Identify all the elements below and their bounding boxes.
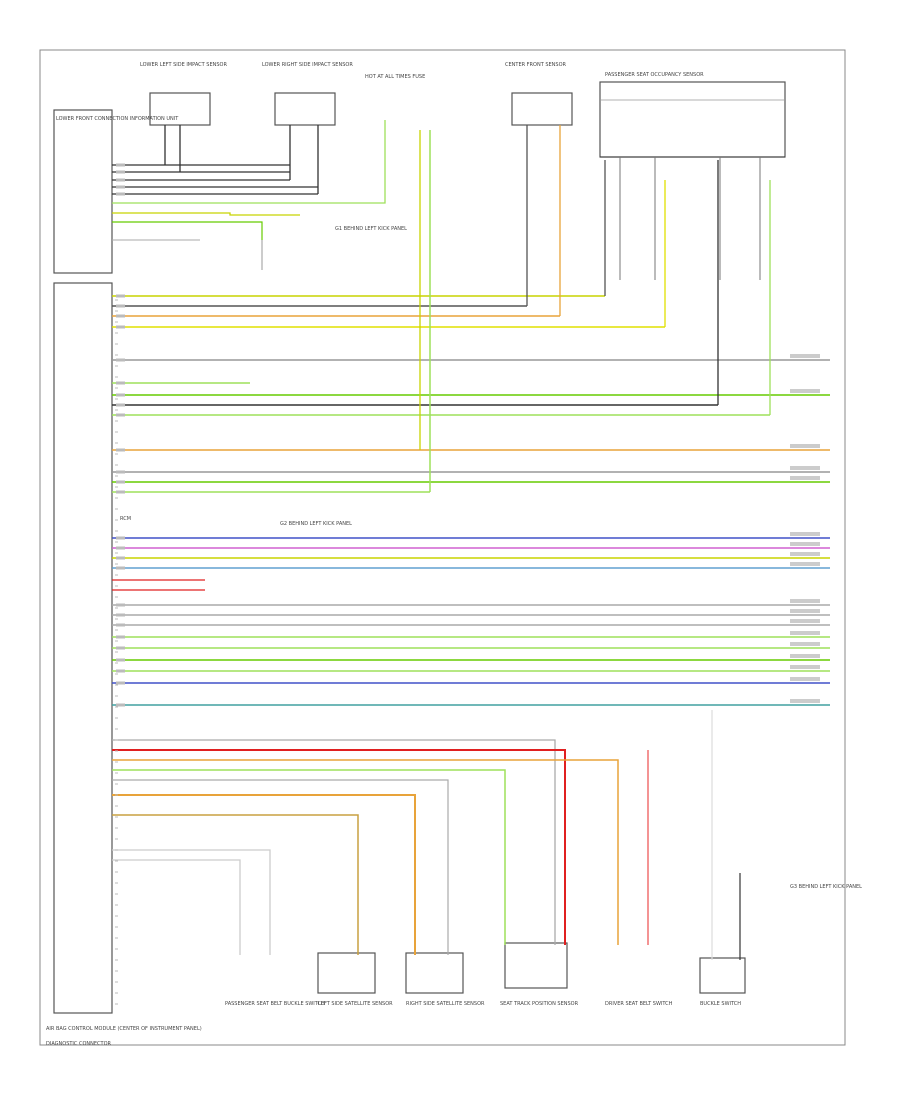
bus-pin-label (116, 403, 125, 407)
bus-pin-label (116, 646, 125, 650)
label-module: RCM (120, 516, 131, 522)
label-ground-1: G1 BEHIND LEFT KICK PANEL (335, 226, 407, 232)
wire-group (112, 120, 830, 1005)
bus-pin-label (116, 448, 125, 452)
upper-pin-label (116, 178, 125, 182)
bus-pin-label (116, 669, 125, 673)
label-driver-buckle: DRIVER SEAT BELT SWITCH (605, 1001, 673, 1007)
side-sensor-l-box (317, 952, 376, 994)
bus-end-tag (790, 642, 820, 646)
control-module-block (53, 282, 113, 1014)
lower-grey-3 (112, 859, 241, 955)
bus-end-tag (790, 619, 820, 623)
upper-pin-label (116, 185, 125, 189)
seat-track-box (504, 942, 568, 989)
label-side-sensor-r: RIGHT SIDE SATELLITE SENSOR (406, 1001, 485, 1007)
upper-yellow-wire (112, 212, 300, 216)
bus-pin-label (116, 294, 125, 298)
label-ground-2: G2 BEHIND LEFT KICK PANEL (280, 521, 352, 527)
bus-end-tag (790, 542, 820, 546)
lower-white (112, 739, 556, 945)
bus-pin-label (116, 490, 125, 494)
label-rf-sensor: LOWER RIGHT SIDE IMPACT SENSOR (262, 62, 353, 68)
lower-grey (112, 779, 449, 955)
label-control-module: AIR BAG CONTROL MODULE (CENTER OF INSTRU… (46, 1026, 202, 1032)
label-buckle-pass: PASSENGER SEAT BELT BUCKLE SWITCH (225, 1001, 325, 1007)
seat-switch-box (599, 81, 786, 158)
bus-pin-label (116, 546, 125, 550)
bus-end-tag (790, 654, 820, 658)
side-sensor-r-box (405, 952, 464, 994)
bus-pin-label (116, 566, 125, 570)
bus-pin-label (116, 658, 125, 662)
label-seat-track: SEAT TRACK POSITION SENSOR (500, 1001, 579, 1007)
lower-tan (112, 814, 359, 955)
upper-pin-label (116, 163, 125, 167)
bus-end-tag (790, 354, 820, 358)
upper-green-wire (112, 120, 386, 204)
bus-end-tag (790, 476, 820, 480)
bus-pin-label (116, 358, 125, 362)
bus-pin-label (116, 314, 125, 318)
label-fuse: HOT AT ALL TIMES FUSE (365, 74, 425, 80)
bus-end-tag (790, 631, 820, 635)
bus-pin-label (116, 393, 125, 397)
label-lf-door: LOWER FRONT CONNECTION INFORMATION UNIT (56, 116, 179, 122)
bus-pin-label (116, 304, 125, 308)
bus-pin-label (116, 703, 125, 707)
bus-pin-label (116, 480, 125, 484)
bus-end-tag (790, 552, 820, 556)
bus-end-tag (790, 665, 820, 669)
rf-sensor-box (274, 92, 336, 126)
bus-pin-label (116, 381, 125, 385)
bus-end-tag (790, 444, 820, 448)
bus-pin-label (116, 325, 125, 329)
label-footnote: DIAGNOSTIC CONNECTOR (46, 1041, 112, 1047)
ground-lead (112, 221, 263, 240)
bus-pin-label (116, 470, 125, 474)
label-ground-3: G3 BEHIND LEFT KICK PANEL (790, 884, 862, 890)
lower-orange-2 (112, 794, 416, 955)
bus-end-tag (790, 699, 820, 703)
bus-end-tag (790, 677, 820, 681)
buckle-switch-box (699, 957, 746, 994)
bus-end-tag (790, 609, 820, 613)
bus-end-tag (790, 389, 820, 393)
bus-pin-label (116, 536, 125, 540)
lower-red (112, 749, 566, 945)
bus-pin-label (116, 603, 125, 607)
label-lf-sensor: LOWER LEFT SIDE IMPACT SENSOR (140, 62, 227, 68)
bus-end-tag (790, 532, 820, 536)
upper-pin-label (116, 192, 125, 196)
label-side-sensor-l: LEFT SIDE SATELLITE SENSOR (318, 1001, 393, 1007)
bus-pin-label (116, 413, 125, 417)
label-seat-switch: PASSENGER SEAT OCCUPANCY SENSOR (605, 72, 704, 78)
lower-orange (112, 759, 619, 945)
label-center-sensor: CENTER FRONT SENSOR (505, 62, 567, 68)
left-connector-upper (53, 109, 113, 274)
bus-pin-label (116, 556, 125, 560)
bus-pin-label (116, 623, 125, 627)
lower-green (112, 769, 506, 945)
bus-pin-label (116, 681, 125, 685)
lower-grey-2 (112, 849, 271, 955)
upper-pin-label (116, 170, 125, 174)
bus-end-tag (790, 466, 820, 470)
center-sensor-box (511, 92, 573, 126)
bus-end-tag (790, 562, 820, 566)
label-buckle-switch: BUCKLE SWITCH (700, 1001, 741, 1007)
bus-end-tag (790, 599, 820, 603)
diagram-frame (39, 49, 846, 1046)
bus-pin-label (116, 635, 125, 639)
bus-pin-label (116, 613, 125, 617)
